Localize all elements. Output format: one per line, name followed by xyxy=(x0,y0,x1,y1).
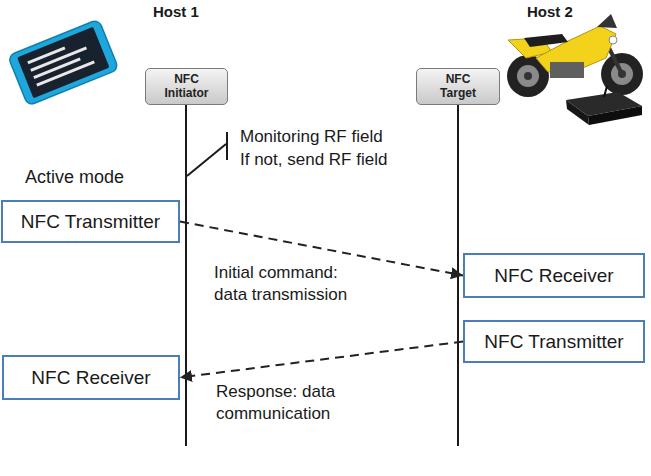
engine xyxy=(550,62,584,78)
motorcycle-illustration xyxy=(507,14,643,97)
headlight xyxy=(609,36,617,44)
bracket-line xyxy=(187,144,226,176)
role-box: NFC Transmitter xyxy=(1,200,180,243)
message-label: Response: data communication xyxy=(214,381,368,425)
host-label: Host 2 xyxy=(527,3,573,21)
windscreen xyxy=(597,14,617,28)
device-side xyxy=(588,106,642,125)
rear-rim xyxy=(517,65,539,87)
phone-illustration xyxy=(8,19,119,106)
screen-line xyxy=(34,59,80,78)
box-text: NFC Transmitter xyxy=(484,331,623,353)
message-arrow xyxy=(180,342,463,378)
box-text: NFC Receiver xyxy=(494,265,613,287)
lifeline-head: NFC Target xyxy=(416,68,500,105)
role-box: NFC Transmitter xyxy=(463,320,645,363)
device-illustration xyxy=(566,86,642,125)
mode-label: Active mode xyxy=(25,167,124,189)
seat xyxy=(524,34,568,47)
phone-body xyxy=(8,19,119,106)
screen-line xyxy=(28,48,65,63)
lifeline xyxy=(185,102,187,446)
box-text: NFC Initiator xyxy=(158,73,216,99)
note-text: If not, send RF field xyxy=(240,150,387,170)
phone-screen xyxy=(17,27,110,99)
device-antenna xyxy=(604,86,607,97)
rear-hub xyxy=(524,72,532,80)
bracket-bar xyxy=(226,132,228,160)
box-text: NFC Transmitter xyxy=(21,211,160,233)
role-box: NFC Receiver xyxy=(2,355,180,400)
device-side xyxy=(566,100,589,125)
host-label: Host 1 xyxy=(153,3,199,21)
note-text: Monitoring RF field xyxy=(240,127,383,147)
role-box: NFC Receiver xyxy=(463,253,645,298)
box-text: NFC Target xyxy=(429,73,487,99)
message-label: Initial command: data transmission xyxy=(212,262,366,306)
lifeline xyxy=(457,102,459,446)
box-text: NFC Receiver xyxy=(31,367,150,389)
screen-line xyxy=(37,62,94,85)
lifeline-head: NFC Initiator xyxy=(145,68,228,105)
